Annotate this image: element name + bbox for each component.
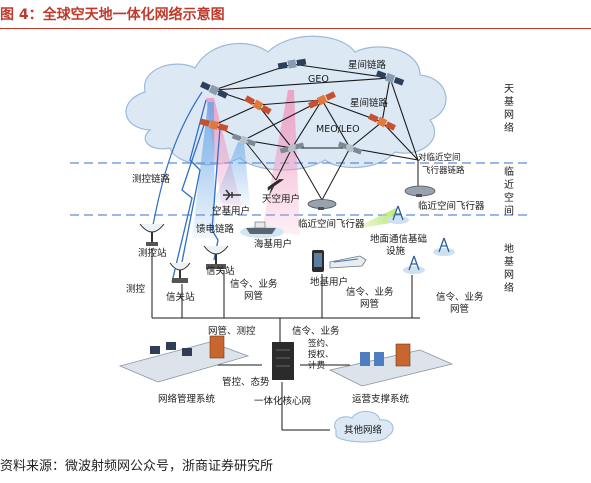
airship-right-icon — [404, 185, 436, 197]
label-nms: 网络管理系统 — [158, 393, 216, 405]
blue-beam-left — [192, 102, 215, 238]
label-meo-leo: MEO/LEO — [316, 124, 360, 135]
label-sig-biz-3a: 信令、业务 — [436, 291, 484, 303]
label-land-users: 地基用户 — [310, 276, 348, 288]
ground-links — [151, 248, 420, 431]
downlinks — [243, 139, 419, 201]
label-other-net: 其他网络 — [344, 424, 383, 436]
sat-geo-right — [375, 70, 405, 86]
phone-icon — [312, 250, 324, 272]
tt-station-dish-icon — [139, 223, 165, 246]
label-near-space-link-1: 对临近空间 — [418, 152, 461, 163]
label-gateway-left: 信关站 — [166, 291, 195, 303]
sat-leo-2 — [279, 142, 305, 154]
label-sig-biz-2a: 信令、业务 — [346, 286, 394, 298]
gateway-dish-left-icon — [169, 262, 191, 283]
figure-source: 资料来源：微波射频网公众号，浙商证券研究所 — [0, 459, 274, 474]
green-beam — [350, 208, 396, 230]
label-geo: GEO — [308, 74, 329, 85]
network-diagram: 天基网络 临近空间 地基网络 GEO 星间链路 星间链路 MEO/LEO 测控链… — [70, 35, 530, 443]
label-contract-1: 签约、 — [308, 338, 334, 349]
sat-meo-4 — [199, 118, 229, 132]
sat-geo-top — [277, 58, 307, 70]
core-server-icon — [272, 342, 294, 380]
label-core-net: 一体化核心网 — [254, 395, 311, 407]
label-ops-support: 运营支撑系统 — [352, 393, 410, 405]
base-station-top-icon — [387, 205, 409, 224]
label-sig-biz-center: 信令、业务 — [292, 325, 340, 337]
other-network-cloud — [334, 411, 394, 443]
layer-label-space: 天基网络 — [504, 84, 514, 134]
label-gateway-right: 信关站 — [206, 265, 235, 277]
label-sig-biz-2b: 网管 — [360, 298, 379, 310]
title-rule — [0, 28, 591, 29]
label-contract-3: 计费 — [308, 360, 326, 371]
label-sig-biz-1a: 信令、业务 — [230, 278, 278, 290]
ship-icon — [240, 221, 284, 238]
airplane-icon — [223, 189, 241, 201]
airship-left-icon — [307, 199, 337, 210]
sat-leo-3 — [337, 141, 363, 155]
label-feeder-link: 馈电链路 — [196, 223, 235, 235]
sat-meo-2 — [308, 91, 336, 109]
layer-label-ground: 地基网络 — [504, 242, 514, 294]
blue-beam-center — [214, 142, 250, 206]
pink-beam-right — [262, 90, 300, 235]
sat-geo-left — [200, 81, 228, 99]
label-sig-biz-1b: 网管 — [244, 290, 263, 302]
label-contract-2: 授权、 — [308, 349, 334, 360]
label-sea-users: 海基用户 — [254, 238, 292, 250]
base-station-mid-icon — [403, 255, 425, 274]
label-isl-2: 星间链路 — [350, 97, 389, 109]
label-near-space-aircraft-left: 临近空间飞行器 — [298, 218, 365, 230]
sat-meo-3 — [368, 113, 396, 131]
label-isl-1: 星间链路 — [348, 59, 387, 71]
label-tt-link: 测控链路 — [132, 173, 171, 185]
label-near-space-link-2: 飞行器链路 — [422, 165, 465, 176]
label-sky-users: 天空用户 — [262, 193, 300, 205]
label-ground-station-1: 地面通信基础 — [370, 233, 427, 245]
base-station-right-icon — [433, 237, 455, 256]
label-netmgmt-tt: 网管、测控 — [208, 325, 256, 337]
label-tt: 测控 — [126, 283, 146, 295]
label-mgmt-situation: 管控、态势 — [222, 376, 270, 388]
figure-title: 图 4：全球空天地一体化网络示意图 — [0, 7, 225, 23]
sat-leo-1 — [231, 133, 257, 147]
label-space-users: 空基用户 — [212, 205, 250, 217]
label-near-space-aircraft-right: 临近空间飞行器 — [418, 200, 485, 212]
sat-meo-1 — [244, 95, 272, 115]
label-ground-station-2: 设施 — [386, 245, 406, 257]
label-tt-station: 测控站 — [138, 247, 167, 259]
ops-platform-icon — [328, 343, 454, 387]
train-icon — [329, 255, 367, 269]
layer-label-near-space: 临近空间 — [504, 165, 514, 217]
label-sig-biz-3b: 网管 — [450, 303, 469, 315]
nms-platform-icon — [118, 335, 250, 383]
gateway-dish-right-icon — [203, 245, 229, 269]
tt-link — [151, 91, 203, 231]
